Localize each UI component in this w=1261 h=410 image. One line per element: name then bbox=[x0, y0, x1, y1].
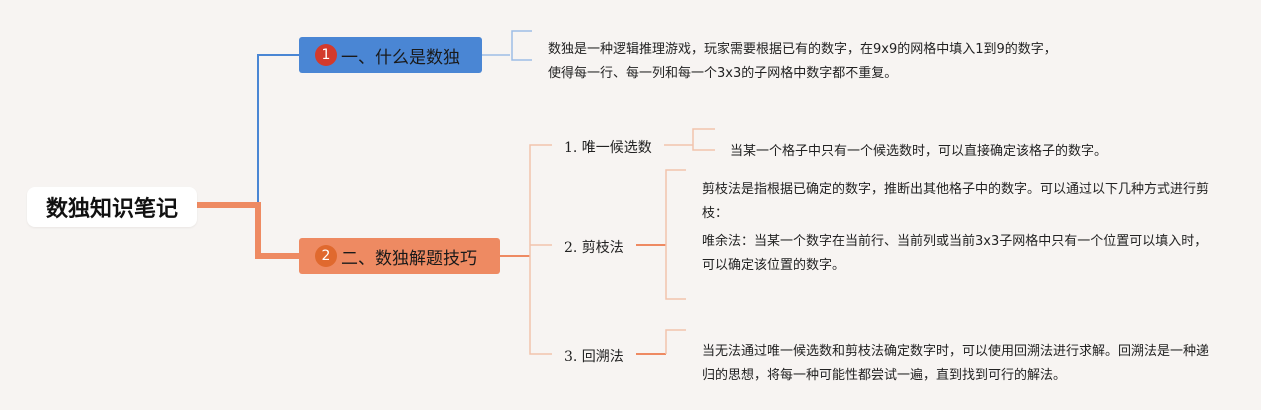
technique-note: 唯余法：当某一个数字在当前行、当前列或当前3x3子网格中只有一个位置可以填入时，… bbox=[702, 234, 1208, 273]
branch-number-badge: 1 bbox=[315, 44, 337, 66]
branch-node-solving-techniques[interactable]: 2 二、数独解题技巧 bbox=[299, 238, 500, 274]
technique-node-backtracking[interactable]: 3. 回溯法 bbox=[564, 349, 624, 365]
technique-note: 剪枝法是指根据已确定的数字，推断出其他格子中的数字。可以通过以下几种方式进行剪枝… bbox=[702, 182, 1210, 221]
branch-title: 一、什么是数独 bbox=[341, 47, 460, 68]
branch-title: 二、数独解题技巧 bbox=[341, 248, 477, 269]
branch-number-badge: 2 bbox=[315, 245, 337, 267]
technique-note: 当无法通过唯一候选数和剪枝法确定数字时，可以使用回溯法进行求解。回溯法是一种递归… bbox=[702, 344, 1210, 383]
technique-node-pruning[interactable]: 2. 剪枝法 bbox=[564, 240, 624, 256]
technique-note: 当某一个格子中只有一个候选数时，可以直接确定该格子的数字。 bbox=[730, 144, 1108, 159]
connector-root-branch1 bbox=[257, 54, 299, 205]
root-title: 数独知识笔记 bbox=[45, 197, 178, 222]
root-node[interactable]: 数独知识笔记 bbox=[27, 187, 197, 227]
technique-node-unique-candidate[interactable]: 1. 唯一候选数 bbox=[564, 140, 652, 156]
bracket-tech3 bbox=[665, 329, 686, 354]
connector-root-branch2 bbox=[197, 202, 299, 259]
bracket-branch1-desc bbox=[511, 30, 532, 61]
branch-node-what-is-sudoku[interactable]: 1 一、什么是数独 bbox=[299, 37, 482, 73]
bracket-branch2-tech bbox=[529, 144, 552, 355]
bracket-tech1 bbox=[692, 128, 715, 151]
bracket-tech2 bbox=[665, 169, 686, 300]
branch-description: 数独是一种逻辑推理游戏，玩家需要根据已有的数字，在9x9的网格中填入1到9的数字… bbox=[548, 42, 1057, 81]
